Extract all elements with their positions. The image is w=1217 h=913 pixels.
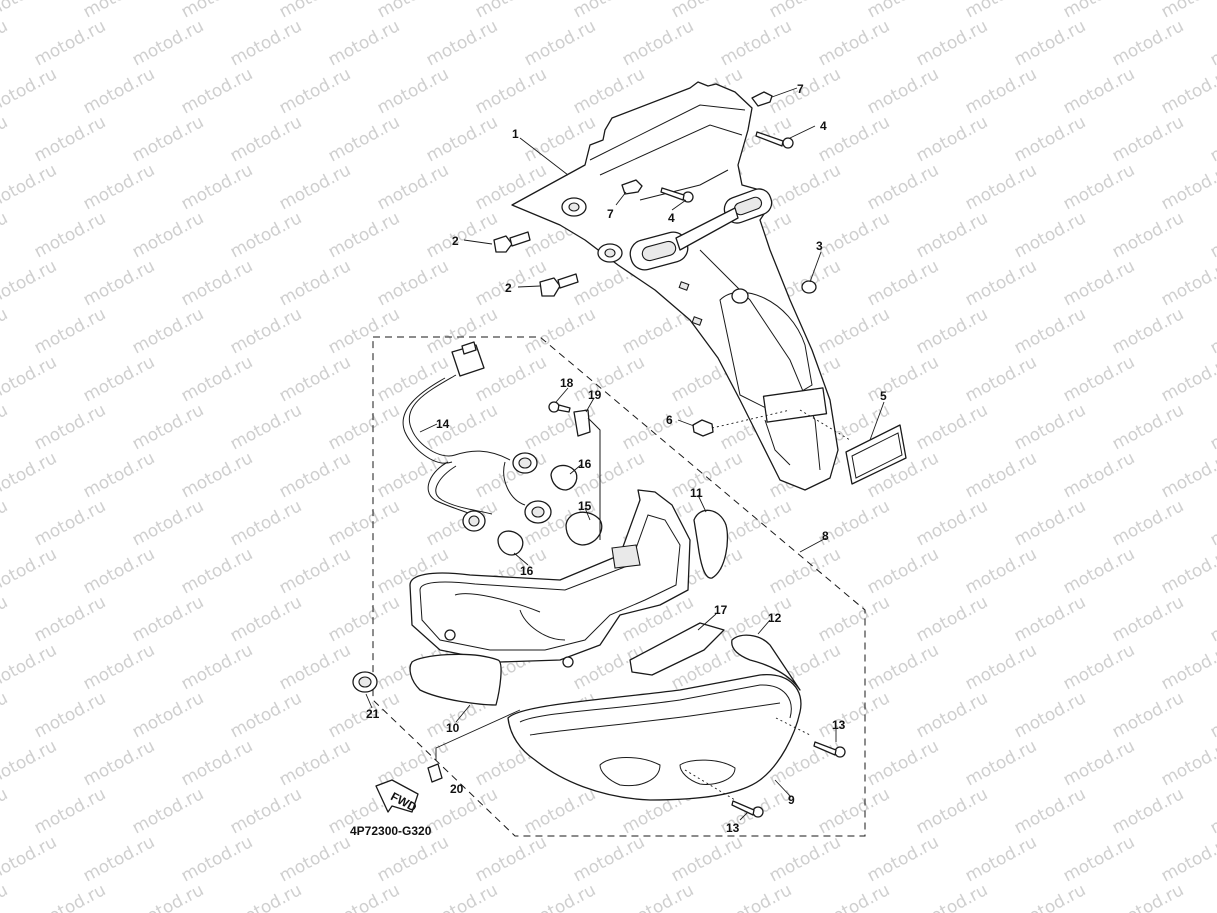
gasket-12 (731, 634, 801, 691)
callout-15: 15 (578, 499, 592, 513)
wiring-harness (402, 341, 603, 556)
callout-21: 21 (366, 707, 380, 721)
callout-4a: 4 (820, 119, 827, 133)
callout-20: 20 (450, 782, 464, 796)
callout-11: 11 (690, 486, 703, 500)
callout-7a: 7 (797, 82, 804, 96)
callout-4b: 4 (668, 211, 675, 225)
callout-5: 5 (880, 389, 887, 403)
part-code: 4P72300-G320 (350, 824, 432, 838)
leader-lines (365, 87, 885, 821)
bulb-bracket (548, 401, 601, 540)
callout-17: 17 (714, 603, 728, 617)
lens-11 (693, 509, 729, 579)
callout-19: 19 (588, 388, 602, 402)
clip-20 (427, 763, 443, 783)
callout-16b: 16 (520, 564, 534, 578)
callout-18: 18 (560, 376, 574, 390)
assembly-outline (372, 336, 866, 837)
callout-2b: 2 (505, 281, 512, 295)
callout-3: 3 (816, 239, 823, 253)
callout-13a: 13 (832, 718, 846, 732)
gasket-17 (629, 622, 725, 676)
callout-labels: 1 2 2 3 4 4 5 6 7 7 8 9 10 11 12 13 13 1… (366, 82, 887, 835)
lens-10 (409, 653, 502, 706)
fender-hardware (493, 91, 907, 485)
callout-12: 12 (768, 611, 782, 625)
tail-light-housing (409, 489, 691, 668)
grommet-21 (352, 671, 378, 693)
callout-13b: 13 (726, 821, 740, 835)
callout-16a: 16 (578, 457, 592, 471)
callout-10: 10 (446, 721, 460, 735)
callout-8: 8 (822, 529, 829, 543)
outer-lens (507, 674, 811, 801)
callout-7b: 7 (607, 207, 614, 221)
fwd-arrow: FWD (375, 779, 419, 815)
callout-9: 9 (788, 793, 795, 807)
rear-fender (511, 81, 839, 491)
callout-2a: 2 (452, 234, 459, 248)
screws-13 (731, 741, 846, 818)
callout-6: 6 (666, 413, 673, 427)
callout-14: 14 (436, 417, 450, 431)
callout-1: 1 (512, 127, 519, 141)
